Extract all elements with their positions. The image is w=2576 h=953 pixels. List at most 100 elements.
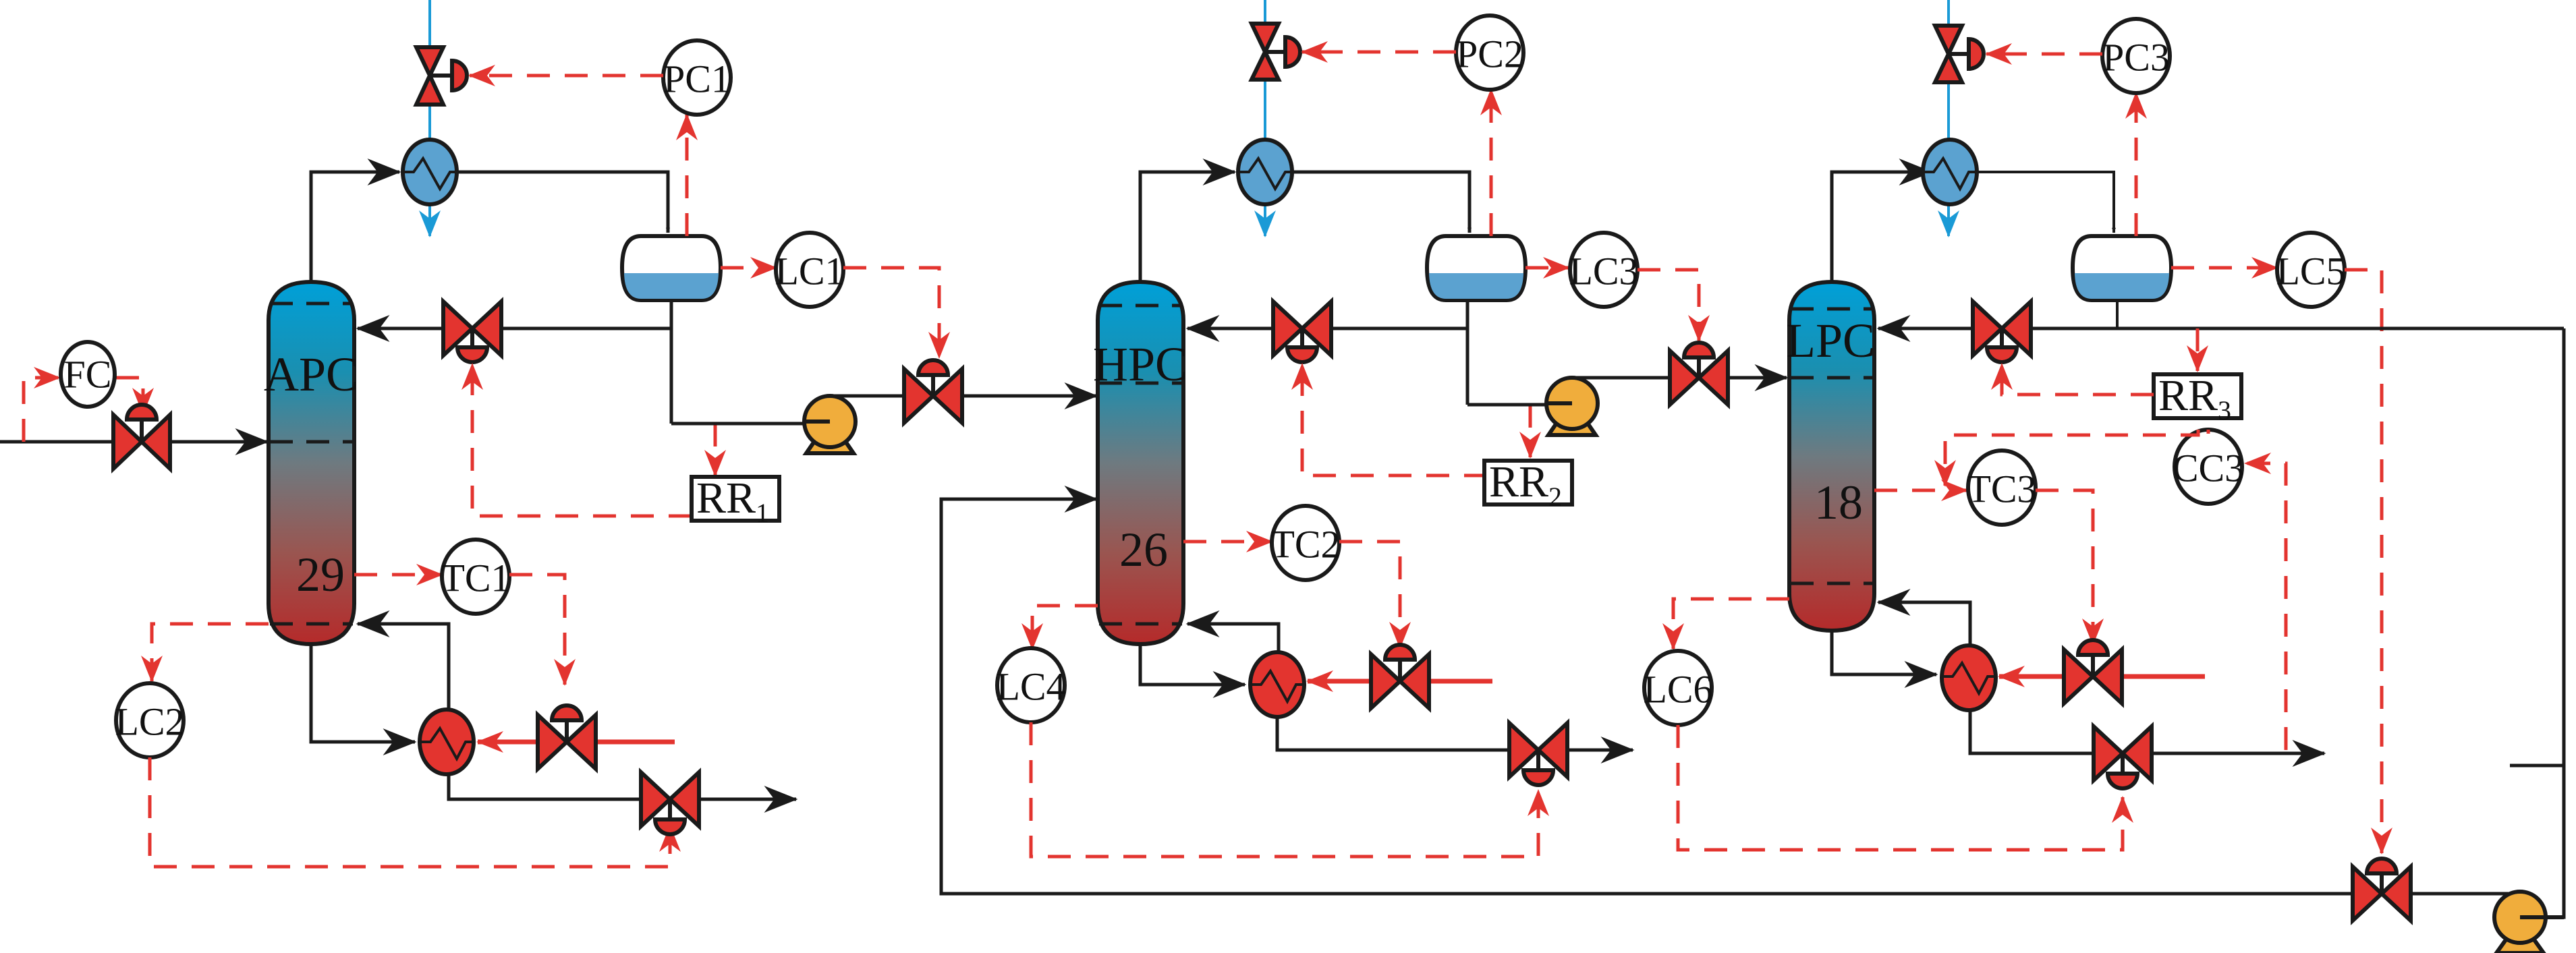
lpc-bottoms-product <box>1968 710 2094 755</box>
hpc-reflux-valve[interactable] <box>1271 297 1333 364</box>
lpc-steam-valve[interactable] <box>2062 638 2124 708</box>
rr3-label: RR <box>2158 371 2218 420</box>
rr2-block[interactable]: RR2 <box>1482 457 1574 512</box>
lc1-label: LC1 <box>775 250 844 293</box>
lc4-controller[interactable]: LC4 <box>995 646 1067 724</box>
hpc-column[interactable]: HPC 26 <box>1093 279 1187 647</box>
lc1-controller[interactable]: LC1 <box>774 231 845 309</box>
lpc-column[interactable]: LPC 18 <box>1786 279 1876 633</box>
apc-condensate-line <box>457 170 671 233</box>
apc-reflux-valve[interactable] <box>441 297 503 364</box>
recycle-control-valve[interactable] <box>2351 857 2413 925</box>
lpc-stage-label: 18 <box>1814 475 1863 529</box>
apc-bottoms-to-reboiler <box>309 644 417 755</box>
lpc-bottoms-to-reboiler <box>1830 631 1938 688</box>
tc1-controller[interactable]: TC1 <box>440 538 511 616</box>
tc3-label: TC3 <box>1967 467 2036 511</box>
apc-distillate-pump[interactable] <box>802 394 858 455</box>
svg-text:RR2: RR2 <box>1489 457 1562 512</box>
fc-controller[interactable]: FC <box>59 340 117 409</box>
hpc-bottoms-valve[interactable] <box>1507 718 1569 787</box>
svg-text:RR1: RR1 <box>696 473 769 528</box>
tc2-signal-out <box>1339 540 1411 649</box>
apc-steam-valve[interactable] <box>536 703 598 774</box>
pc1-controller[interactable]: PC1 <box>661 38 733 117</box>
tc2-label: TC2 <box>1270 523 1340 567</box>
hpc-label: HPC <box>1093 337 1187 391</box>
hpc-distillate-pump[interactable] <box>1544 376 1600 437</box>
rr2-label: RR <box>1489 457 1548 507</box>
pc2-label: PC2 <box>1456 32 1523 76</box>
cc3-label: CC3 <box>2173 446 2244 490</box>
lc4-signal-in <box>1021 604 1098 650</box>
apc-cooling-valve[interactable] <box>413 45 469 107</box>
hpc-bottoms-to-reboiler <box>1138 644 1247 698</box>
apc-label: APC <box>264 347 358 401</box>
rr1-subscript: 1 <box>756 498 769 528</box>
pc2-controller[interactable]: PC2 <box>1454 13 1525 92</box>
pc3-label: PC3 <box>2102 36 2170 80</box>
apc-column[interactable]: APC 29 <box>264 279 358 647</box>
lpc-reflux-drum[interactable] <box>2070 234 2174 302</box>
lpc-boilup-line <box>1876 589 1972 647</box>
tc1-signal-out <box>509 573 576 686</box>
hpc-reboiler[interactable] <box>1248 650 1306 719</box>
hpc-steam-valve[interactable] <box>1369 643 1431 713</box>
fc-label: FC <box>64 353 112 397</box>
cc3-to-tc3-signal <box>1934 430 2200 487</box>
apc-reflux-drum[interactable] <box>619 234 723 302</box>
lpc-reboiler[interactable] <box>1940 643 1998 712</box>
apc-bottoms-product <box>447 774 641 801</box>
apc-reboiler[interactable] <box>418 707 476 776</box>
hpc-condenser[interactable] <box>1236 138 1294 206</box>
pc3-controller[interactable]: PC3 <box>2100 17 2172 95</box>
lc5-controller[interactable]: LC5 <box>2275 231 2347 309</box>
lpc-condensate-line <box>1977 171 2117 233</box>
apc-condenser[interactable] <box>401 138 459 206</box>
lpc-feed-valve[interactable] <box>1668 341 1730 409</box>
lc6-controller[interactable]: LC6 <box>1642 649 1714 727</box>
rr1-block[interactable]: RR1 <box>690 473 781 528</box>
lpc-bottoms-valve[interactable] <box>2092 722 2154 790</box>
lpc-overhead-line <box>1830 158 1933 282</box>
lc2-label: LC2 <box>115 700 184 744</box>
lc1-signal-out <box>843 266 950 359</box>
lc3-label: LC3 <box>1569 250 1638 293</box>
rr3-to-valve-signal <box>1991 363 2154 397</box>
lc6-signal-out <box>1676 725 2133 852</box>
rr1-to-valve-signal <box>461 363 692 518</box>
lc3-controller[interactable]: LC3 <box>1568 231 1640 309</box>
lpc-cooling-valve[interactable] <box>1932 24 1986 84</box>
lc2-controller[interactable]: LC2 <box>114 681 186 759</box>
rr3-block[interactable]: RR3 <box>2152 371 2243 426</box>
pc1-label: PC1 <box>663 57 731 101</box>
hpc-feed-valve[interactable] <box>902 358 964 428</box>
hpc-reflux-drum[interactable] <box>1424 234 1528 302</box>
hpc-bottoms-product <box>1275 717 1509 752</box>
lc6-signal-in <box>1662 597 1789 650</box>
recycle-line-to-hpc <box>939 486 2355 896</box>
feed-control-valve[interactable] <box>111 403 172 473</box>
tc2-controller[interactable]: TC2 <box>1270 504 1341 582</box>
svg-text:RR3: RR3 <box>2158 371 2231 426</box>
apc-section: FC APC 29 <box>0 0 1098 869</box>
hpc-boilup-line <box>1185 610 1281 653</box>
rr3-subscript: 3 <box>2218 395 2231 426</box>
hpc-cooling-valve[interactable] <box>1248 22 1302 82</box>
hpc-overhead-line <box>1138 158 1237 282</box>
tc1-label: TC1 <box>441 556 510 600</box>
apc-overhead-line <box>309 158 401 282</box>
apc-bottoms-valve[interactable] <box>639 768 701 836</box>
recycle-pump[interactable] <box>2492 890 2564 953</box>
lpc-condenser[interactable] <box>1921 138 1979 206</box>
cc3-controller[interactable]: CC3 <box>2173 428 2244 506</box>
lpc-right-return <box>2510 328 2566 768</box>
apc-boilup-line <box>356 610 451 712</box>
rr2-subscript: 2 <box>1548 482 1562 512</box>
hpc-stage-label: 26 <box>1119 523 1168 577</box>
lpc-label: LPC <box>1786 314 1875 368</box>
lc6-label: LC6 <box>1643 668 1712 712</box>
apc-stage-label: 29 <box>296 548 345 602</box>
tc3-controller[interactable]: TC3 <box>1966 449 2038 527</box>
lpc-reflux-valve[interactable] <box>1971 297 2033 364</box>
